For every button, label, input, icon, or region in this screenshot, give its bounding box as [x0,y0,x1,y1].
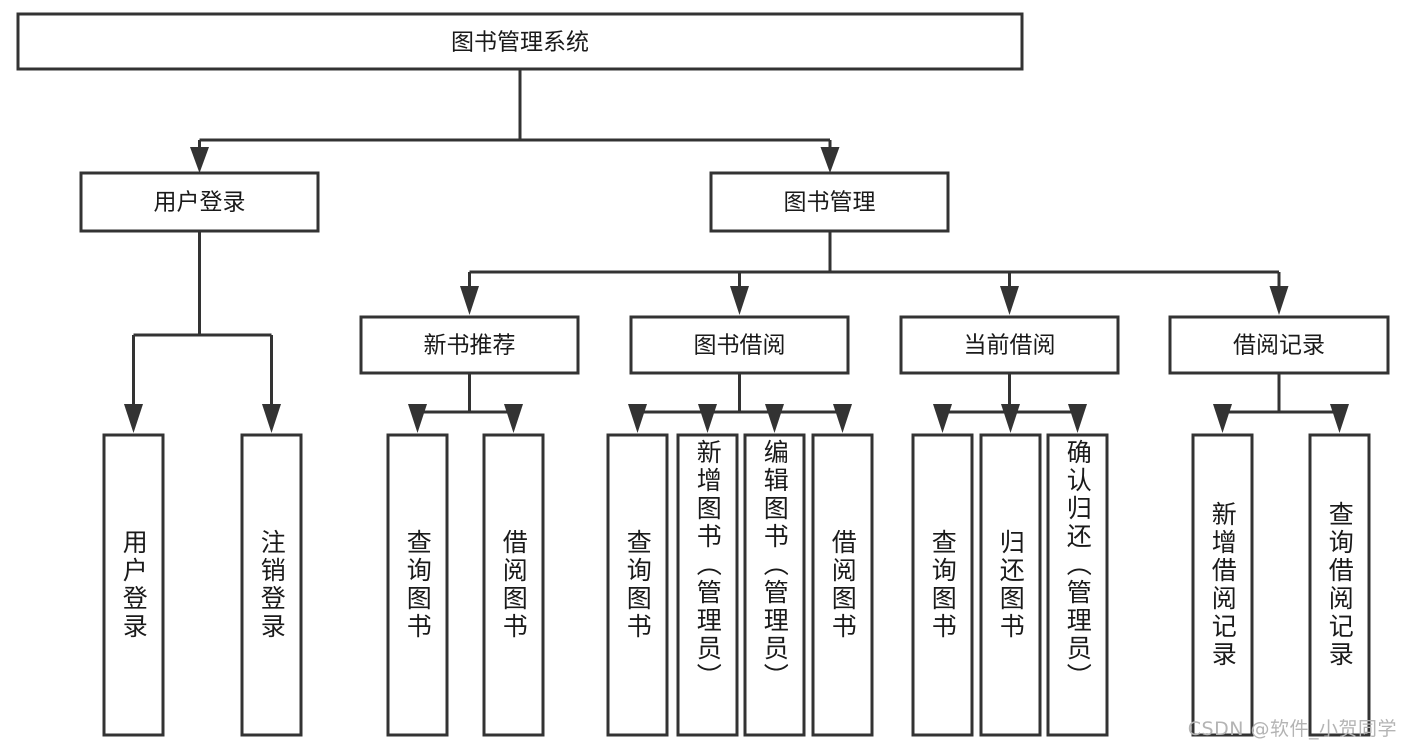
leaf-box-bb-borrow-book[interactable] [811,433,874,737]
node-book-management-label: 图书管理 [784,190,876,216]
node-root-system[interactable]: 图书管理系统 [16,12,1024,71]
edges-currentborrow-to-leaves [933,373,1087,433]
leaf-box-br-query-record[interactable] [1308,433,1371,737]
leaf-box-user-login[interactable] [102,433,165,737]
node-user-login-box[interactable] [79,171,320,233]
leaf-box-logout[interactable] [240,433,303,737]
leaf-box-bb-query-book[interactable] [606,433,669,737]
node-root-box[interactable] [16,12,1024,71]
node-borrow-record-box[interactable] [1168,315,1390,375]
arrow-current-borrow [1000,286,1019,315]
node-current-borrow-label: 当前借阅 [964,333,1056,359]
leaf-boxes [102,433,1371,737]
leaf-box-cb-query-book[interactable] [911,433,974,737]
edges-borrowrecord-to-leaves [1213,373,1349,433]
arrow-leaf-user-login [124,404,143,433]
edges-bookborrow-to-leaves [628,373,852,433]
arrow-cb-query-book [933,404,952,433]
edges-newbook-to-leaves [408,373,523,433]
arrow-br-query-record [1330,404,1349,433]
arrow-cb-return-book [1001,404,1020,433]
leaf-box-cb-confirm-return[interactable] [1046,433,1109,737]
node-new-book-recommend-label: 新书推荐 [424,333,516,359]
arrow-book-borrow [730,286,749,315]
node-current-borrow-box[interactable] [899,315,1120,375]
leaf-box-cb-return-book[interactable] [979,433,1042,737]
csdn-watermark: CSDN @软件_小贺同学 [1187,718,1397,740]
arrow-bb-add-book [698,404,717,433]
node-user-login[interactable]: 用户登录 [79,171,320,233]
leaf-box-br-add-record[interactable] [1191,433,1254,737]
leaf-box-nb-borrow-book[interactable] [482,433,545,737]
edges-root-to-level2 [190,69,840,173]
node-borrow-record-label: 借阅记录 [1233,333,1325,359]
node-new-book-recommend[interactable]: 新书推荐 [359,315,580,375]
arrow-nb-query-book [408,404,427,433]
edges-userlogin-to-leaves [124,231,281,433]
arrow-bb-edit-book [765,404,784,433]
leaf-box-bb-add-book[interactable] [676,433,739,737]
edges-bookmgmt-to-level3 [460,231,1289,315]
arrow-borrow-record [1269,286,1289,315]
node-book-borrow[interactable]: 图书借阅 [629,315,850,375]
node-book-management[interactable]: 图书管理 [709,171,950,233]
arrow-br-add-record [1213,404,1232,433]
arrow-cb-confirm-return [1068,404,1087,433]
node-book-borrow-label: 图书借阅 [694,333,786,359]
arrow-bb-borrow-book [833,404,852,433]
arrow-nb-borrow-book [504,404,523,433]
leaf-box-nb-query-book[interactable] [386,433,449,737]
node-current-borrow[interactable]: 当前借阅 [899,315,1120,375]
node-root-label: 图书管理系统 [451,30,589,56]
node-book-management-box[interactable] [709,171,950,233]
arrow-book-mgmt [820,147,840,173]
arrow-leaf-logout [262,404,281,433]
node-new-book-recommend-box[interactable] [359,315,580,375]
arrow-new-book-rec [460,286,479,315]
node-user-login-label: 用户登录 [154,190,246,216]
arrow-user-login [190,147,209,173]
arrow-bb-query-book [628,404,647,433]
node-borrow-record[interactable]: 借阅记录 [1168,315,1390,375]
node-book-borrow-box[interactable] [629,315,850,375]
leaf-box-bb-edit-book[interactable] [743,433,806,737]
